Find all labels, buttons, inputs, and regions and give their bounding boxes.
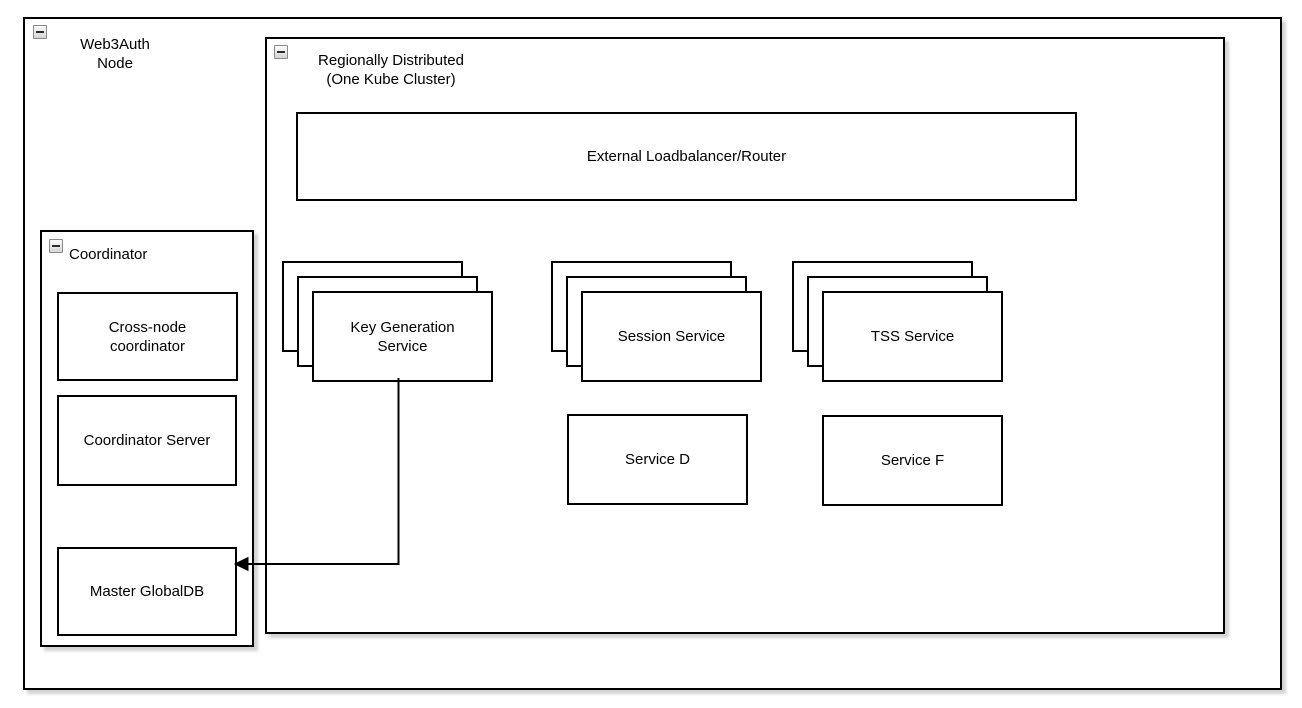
minus-glyph [52,245,60,247]
node-label: External Loadbalancer/Router [586,148,787,165]
stack-layer-front[interactable]: Key Generation Service [312,291,493,382]
node-coordinator-server[interactable]: Coordinator Server [57,395,237,486]
group-coordinator[interactable]: Coordinator Cross-node coordinator Coord… [40,230,254,647]
node-stack-session-service[interactable]: Session Service [551,261,762,382]
minus-glyph [277,51,285,53]
group-regionally-distributed[interactable]: Regionally Distributed (One Kube Cluster… [265,37,1225,634]
node-label: TSS Service [870,328,955,345]
node-label: Coordinator Server [83,432,211,449]
node-label: Session Service [617,328,726,345]
collapse-icon[interactable] [49,239,63,253]
node-external-loadbalancer[interactable]: External Loadbalancer/Router [296,112,1077,201]
node-label: Cross-node coordinator [108,318,187,355]
node-stack-key-generation-service[interactable]: Key Generation Service [282,261,493,382]
group-title-regionally-distributed: Regionally Distributed (One Kube Cluster… [318,52,464,88]
group-web3auth-node[interactable]: Web3Auth Node Regionally Distributed (On… [23,17,1282,690]
node-label: Service D [624,451,691,468]
group-title-coordinator: Coordinator [69,246,148,263]
node-label: Key Generation Service [350,318,455,355]
node-stack-tss-service[interactable]: TSS Service [792,261,1003,382]
stack-layer-front[interactable]: Session Service [581,291,762,382]
node-service-d[interactable]: Service D [567,414,748,505]
group-title-web3auth-node: Web3Auth Node [80,36,150,72]
node-cross-node-coordinator[interactable]: Cross-node coordinator [57,292,238,381]
node-service-f[interactable]: Service F [822,415,1003,506]
collapse-icon[interactable] [274,45,288,59]
node-master-globaldb[interactable]: Master GlobalDB [57,547,237,636]
collapse-icon[interactable] [33,25,47,39]
node-label: Service F [880,452,945,469]
node-label: Master GlobalDB [89,583,205,600]
minus-glyph [36,31,44,33]
stack-layer-front[interactable]: TSS Service [822,291,1003,382]
